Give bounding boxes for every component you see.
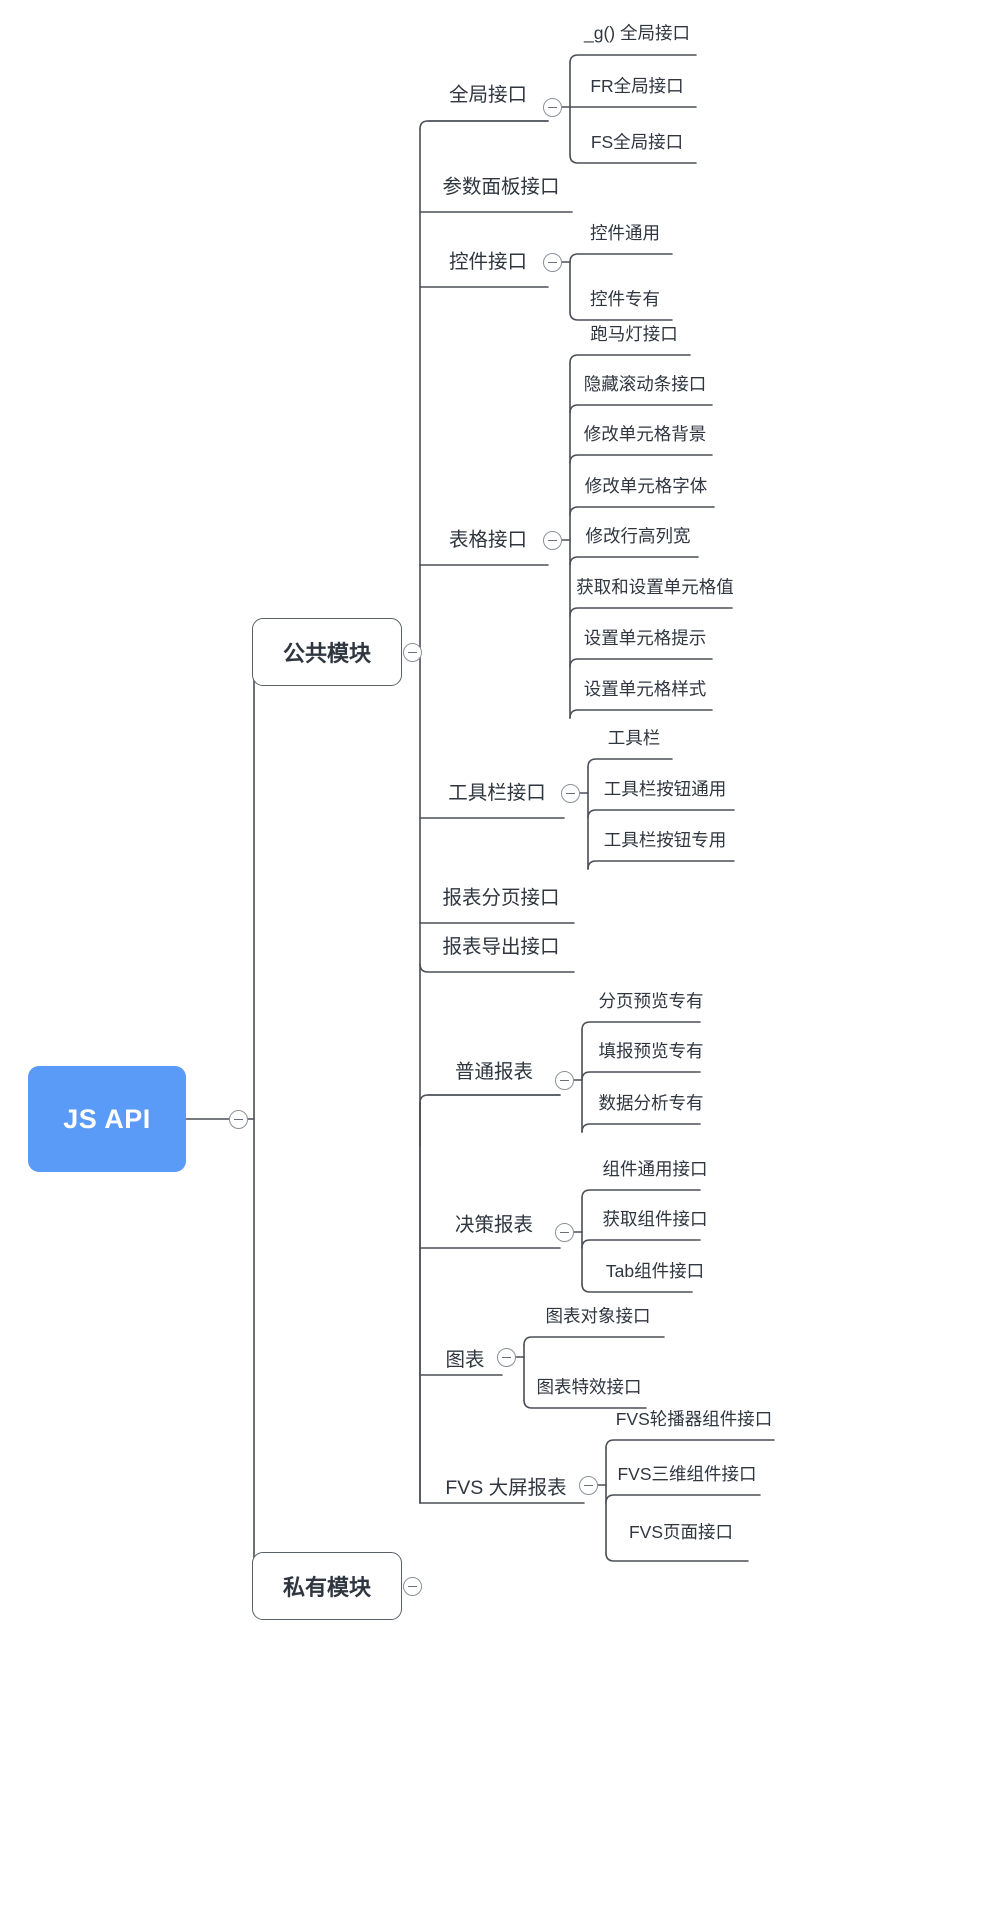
leaf-chart-effect-api[interactable]: 图表特效接口 <box>532 1364 646 1408</box>
leaf-cell-font-label: 修改单元格字体 <box>584 475 708 496</box>
leaf-get-set-cell-value-label: 获取和设置单元格值 <box>576 576 734 597</box>
normal-report-collapse-toggle[interactable] <box>555 1071 574 1090</box>
leaf-fr-global-api[interactable]: FR全局接口 <box>578 63 696 107</box>
leaf-marquee-api[interactable]: 跑马灯接口 <box>578 311 690 355</box>
leaf-component-common-api-label: 组件通用接口 <box>602 1158 708 1179</box>
leaf-tab-component-api[interactable]: Tab组件接口 <box>590 1248 720 1292</box>
leaf-fvs-3d-component-api[interactable]: FVS三维组件接口 <box>614 1451 760 1495</box>
leaf-widget-common[interactable]: 控件通用 <box>578 210 672 254</box>
leaf-hide-scrollbar-api-label: 隐藏滚动条接口 <box>583 373 707 394</box>
topic-report-paging-api-label: 报表分页接口 <box>442 886 560 909</box>
leaf-cell-style-label: 设置单元格样式 <box>583 678 707 699</box>
topic-widget-api-label: 控件接口 <box>448 250 527 273</box>
leaf-fvs-carousel-component-api-label: FVS轮播器组件接口 <box>615 1408 773 1429</box>
leaf-fs-global-api[interactable]: FS全局接口 <box>578 119 696 163</box>
leaf-g-global-api-label: _g() 全局接口 <box>584 22 690 43</box>
leaf-chart-object-api[interactable]: 图表对象接口 <box>532 1293 664 1337</box>
topic-table-api-label: 表格接口 <box>448 528 527 551</box>
topic-global-api[interactable]: 全局接口 <box>428 66 548 118</box>
leaf-entry-preview-only-label: 填报预览专有 <box>598 1040 704 1061</box>
leaf-tab-component-api-label: Tab组件接口 <box>605 1260 705 1281</box>
root-node-label: JS API <box>63 1103 151 1134</box>
leaf-row-col-size-label: 修改行高列宽 <box>585 525 691 546</box>
private-module-collapse-toggle[interactable] <box>403 1577 422 1596</box>
topic-toolbar-api[interactable]: 工具栏接口 <box>428 764 566 816</box>
branch-public-module[interactable]: 公共模块 <box>252 618 402 686</box>
topic-normal-report[interactable]: 普通报表 <box>428 1043 560 1095</box>
leaf-toolbar-label: 工具栏 <box>607 727 661 748</box>
leaf-get-component-api-label: 获取组件接口 <box>602 1208 708 1229</box>
topic-chart[interactable]: 图表 <box>428 1331 502 1383</box>
topic-param-panel-api[interactable]: 参数面板接口 <box>428 158 574 210</box>
topic-widget-api[interactable]: 控件接口 <box>428 233 548 285</box>
leaf-data-analysis-only-label: 数据分析专有 <box>598 1092 704 1113</box>
topic-normal-report-label: 普通报表 <box>454 1060 533 1083</box>
leaf-fvs-page-api-label: FVS页面接口 <box>628 1521 734 1542</box>
leaf-widget-specific[interactable]: 控件专有 <box>578 276 672 320</box>
leaf-toolbar-button-common-label: 工具栏按钮通用 <box>603 778 727 799</box>
leaf-row-col-size[interactable]: 修改行高列宽 <box>578 513 698 557</box>
leaf-data-analysis-only[interactable]: 数据分析专有 <box>590 1080 712 1124</box>
toolbar-api-collapse-toggle[interactable] <box>561 784 580 803</box>
leaf-marquee-api-label: 跑马灯接口 <box>590 323 678 344</box>
topic-global-api-label: 全局接口 <box>448 83 527 106</box>
leaf-fvs-page-api[interactable]: FVS页面接口 <box>614 1509 748 1553</box>
root-collapse-toggle[interactable] <box>229 1110 248 1129</box>
topic-table-api[interactable]: 表格接口 <box>428 511 548 563</box>
branch-private-module[interactable]: 私有模块 <box>252 1552 402 1620</box>
fvs-bigscreen-collapse-toggle[interactable] <box>579 1476 598 1495</box>
root-node[interactable]: JS API <box>28 1066 186 1172</box>
global-api-collapse-toggle[interactable] <box>543 98 562 117</box>
chart-collapse-toggle[interactable] <box>497 1348 516 1367</box>
leaf-toolbar-button-specific-label: 工具栏按钮专用 <box>603 829 727 850</box>
leaf-fvs-carousel-component-api[interactable]: FVS轮播器组件接口 <box>614 1396 774 1440</box>
leaf-paging-preview-only[interactable]: 分页预览专有 <box>590 978 712 1022</box>
leaf-cell-background-label: 修改单元格背景 <box>583 423 707 444</box>
topic-fvs-bigscreen-report-label: FVS 大屏报表 <box>445 1476 567 1499</box>
topic-chart-label: 图表 <box>445 1348 485 1371</box>
leaf-toolbar-button-common[interactable]: 工具栏按钮通用 <box>596 766 734 810</box>
leaf-cell-background[interactable]: 修改单元格背景 <box>578 411 712 455</box>
branch-public-module-label: 公共模块 <box>282 641 371 666</box>
widget-api-collapse-toggle[interactable] <box>543 253 562 272</box>
leaf-fs-global-api-label: FS全局接口 <box>590 131 684 152</box>
topic-report-export-api-label: 报表导出接口 <box>442 935 560 958</box>
leaf-component-common-api[interactable]: 组件通用接口 <box>590 1146 720 1190</box>
topic-fvs-bigscreen-report[interactable]: FVS 大屏报表 <box>428 1459 584 1511</box>
leaf-widget-specific-label: 控件专有 <box>590 288 660 309</box>
table-api-collapse-toggle[interactable] <box>543 531 562 550</box>
leaf-hide-scrollbar-api[interactable]: 隐藏滚动条接口 <box>578 361 712 405</box>
leaf-fr-global-api-label: FR全局接口 <box>590 75 684 96</box>
leaf-widget-common-label: 控件通用 <box>590 222 660 243</box>
topic-param-panel-api-label: 参数面板接口 <box>442 175 560 198</box>
topic-report-paging-api[interactable]: 报表分页接口 <box>428 869 574 921</box>
leaf-g-global-api[interactable]: _g() 全局接口 <box>578 10 696 54</box>
leaf-get-component-api[interactable]: 获取组件接口 <box>590 1196 720 1240</box>
public-module-collapse-toggle[interactable] <box>403 643 422 662</box>
decision-report-collapse-toggle[interactable] <box>555 1223 574 1242</box>
leaf-chart-effect-api-label: 图表特效接口 <box>536 1376 642 1397</box>
leaf-cell-style[interactable]: 设置单元格样式 <box>578 666 712 710</box>
leaf-get-set-cell-value[interactable]: 获取和设置单元格值 <box>576 564 734 608</box>
topic-toolbar-api-label: 工具栏接口 <box>448 781 546 804</box>
leaf-toolbar[interactable]: 工具栏 <box>596 715 672 759</box>
topic-report-export-api[interactable]: 报表导出接口 <box>428 918 574 970</box>
leaf-chart-object-api-label: 图表对象接口 <box>545 1305 651 1326</box>
leaf-fvs-3d-component-api-label: FVS三维组件接口 <box>617 1463 757 1484</box>
leaf-cell-tooltip-label: 设置单元格提示 <box>583 627 707 648</box>
leaf-toolbar-button-specific[interactable]: 工具栏按钮专用 <box>596 817 734 861</box>
leaf-paging-preview-only-label: 分页预览专有 <box>598 990 704 1011</box>
leaf-cell-font[interactable]: 修改单元格字体 <box>578 463 714 507</box>
topic-decision-report[interactable]: 决策报表 <box>428 1196 560 1248</box>
leaf-entry-preview-only[interactable]: 填报预览专有 <box>590 1028 712 1072</box>
branch-private-module-label: 私有模块 <box>282 1575 371 1600</box>
leaf-cell-tooltip[interactable]: 设置单元格提示 <box>578 615 712 659</box>
topic-decision-report-label: 决策报表 <box>454 1213 533 1236</box>
